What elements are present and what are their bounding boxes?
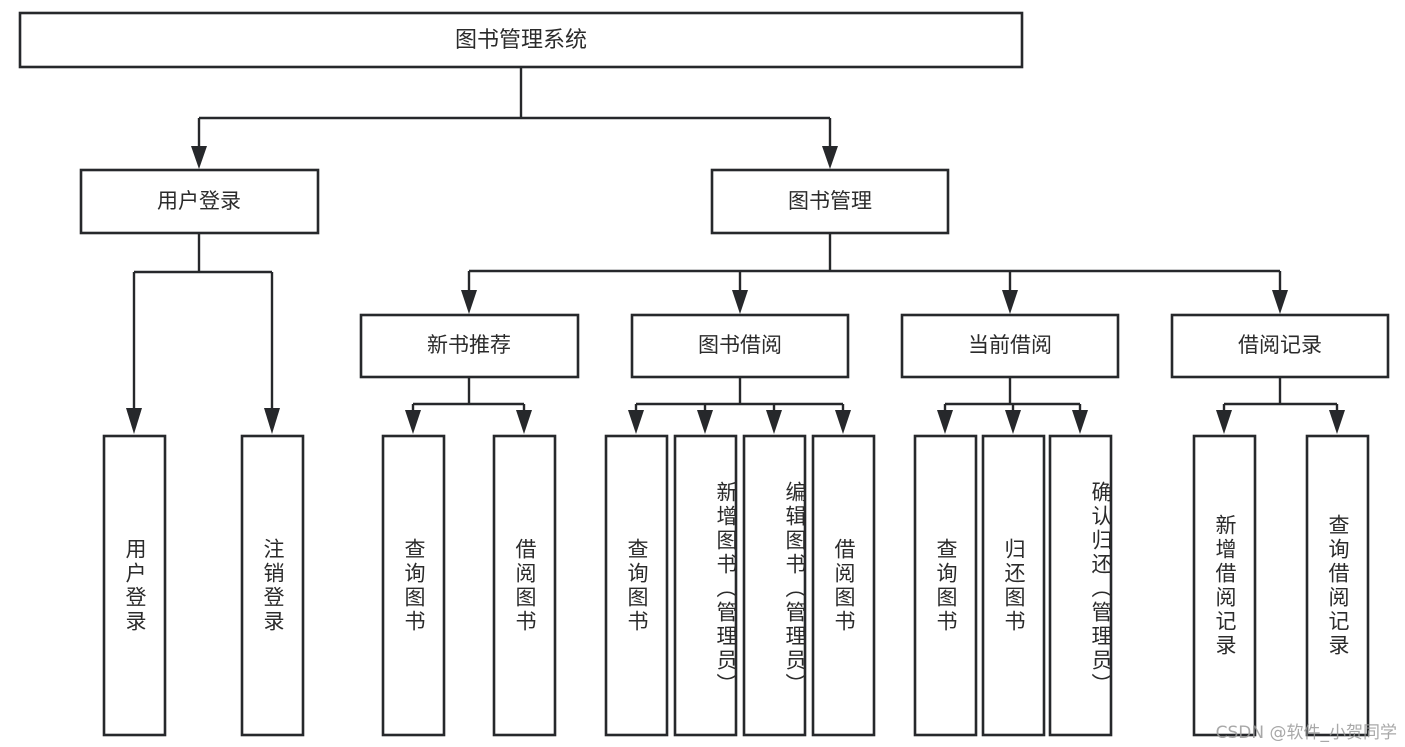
leaf-box-bookborrow-1[interactable] xyxy=(604,434,669,737)
node-book-borrow-label: 图书借阅 xyxy=(698,333,782,357)
node-root-label: 图书管理系统 xyxy=(455,28,587,53)
node-current-borrow-label: 当前借阅 xyxy=(968,333,1052,357)
leaf-box-bookborrow-2[interactable] xyxy=(673,434,738,737)
arrow-to-current-borrow xyxy=(1002,290,1018,314)
arrow-leaf-currentborrow-3 xyxy=(1072,410,1088,434)
node-root[interactable]: 图书管理系统 xyxy=(18,11,1024,69)
arrow-to-book-manage xyxy=(822,146,838,169)
leaf-box-borrowrecord-1[interactable] xyxy=(1192,434,1257,737)
connector-layer xyxy=(126,67,1345,434)
node-book-manage-label: 图书管理 xyxy=(788,189,872,213)
node-book-borrow[interactable]: 图书借阅 xyxy=(630,313,850,379)
arrow-leaf-user-login-1 xyxy=(126,408,142,434)
arrow-leaf-newbook-1 xyxy=(405,410,421,434)
arrow-to-borrow-record xyxy=(1272,290,1288,314)
arrow-leaf-bookborrow-2 xyxy=(697,410,713,434)
leaf-box-user-login-2[interactable] xyxy=(240,434,305,737)
node-book-manage-box[interactable] xyxy=(710,168,950,235)
leaf-box-layer xyxy=(102,434,1370,737)
node-user-login-box[interactable] xyxy=(79,168,320,235)
leaf-box-bookborrow-4[interactable] xyxy=(811,434,876,737)
leaf-box-user-login-1[interactable] xyxy=(102,434,167,737)
node-current-borrow[interactable]: 当前借阅 xyxy=(900,313,1120,379)
node-new-book-recommend-label: 新书推荐 xyxy=(427,333,511,357)
arrow-leaf-user-login-2 xyxy=(264,408,280,434)
leaf-box-borrowrecord-2[interactable] xyxy=(1305,434,1370,737)
node-borrow-record-label: 借阅记录 xyxy=(1238,333,1322,357)
node-new-book-recommend-box[interactable] xyxy=(359,313,580,379)
arrow-to-new-book xyxy=(461,290,477,314)
node-current-borrow-box[interactable] xyxy=(900,313,1120,379)
node-book-borrow-box[interactable] xyxy=(630,313,850,379)
leaf-box-newbook-2[interactable] xyxy=(492,434,557,737)
arrow-leaf-bookborrow-3 xyxy=(766,410,782,434)
leaf-box-currentborrow-2[interactable] xyxy=(981,434,1046,737)
arrow-leaf-borrowrecord-2 xyxy=(1329,410,1345,434)
arrow-leaf-newbook-2 xyxy=(516,410,532,434)
csdn-watermark: CSDN @软件_小贺同学 xyxy=(1215,723,1397,743)
leaf-box-currentborrow-1[interactable] xyxy=(913,434,978,737)
arrow-leaf-currentborrow-1 xyxy=(937,410,953,434)
node-borrow-record[interactable]: 借阅记录 xyxy=(1170,313,1390,379)
arrow-to-book-borrow xyxy=(732,290,748,314)
leaf-box-newbook-1[interactable] xyxy=(381,434,446,737)
node-user-login-label: 用户登录 xyxy=(157,189,241,213)
node-borrow-record-box[interactable] xyxy=(1170,313,1390,379)
leaf-box-bookborrow-3[interactable] xyxy=(742,434,807,737)
leaf-box-currentborrow-3[interactable] xyxy=(1048,434,1113,737)
arrow-leaf-bookborrow-4 xyxy=(835,410,851,434)
arrow-leaf-currentborrow-2 xyxy=(1005,410,1021,434)
node-root-box[interactable] xyxy=(18,11,1024,69)
node-new-book-recommend[interactable]: 新书推荐 xyxy=(359,313,580,379)
arrow-leaf-borrowrecord-1 xyxy=(1216,410,1232,434)
node-user-login[interactable]: 用户登录 xyxy=(79,168,320,235)
arrow-leaf-bookborrow-1 xyxy=(628,410,644,434)
node-book-manage[interactable]: 图书管理 xyxy=(710,168,950,235)
arrow-to-user-login xyxy=(191,146,207,169)
